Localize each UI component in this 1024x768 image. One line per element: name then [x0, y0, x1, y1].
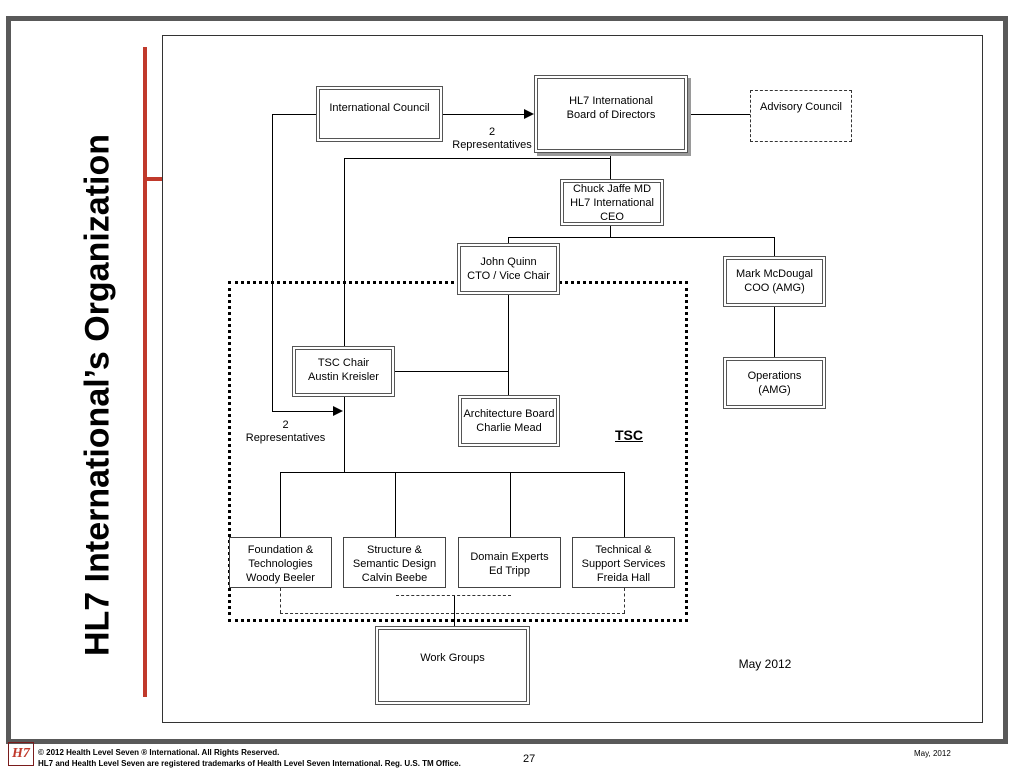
structure-line3: Calvin Beebe — [361, 572, 428, 584]
connector — [610, 225, 611, 238]
workgroup-link — [280, 588, 281, 613]
connector — [272, 411, 334, 412]
workgroup-link — [624, 588, 625, 613]
connector — [508, 237, 775, 238]
representatives-top-count: 2 — [488, 126, 496, 138]
accent-tick — [143, 177, 162, 181]
operations-line1: Operations — [747, 370, 802, 382]
connector — [280, 472, 281, 537]
cto-box: John Quinn CTO / Vice Chair — [457, 243, 560, 295]
advisory-council-box: Advisory Council — [750, 90, 852, 142]
workgroup-link — [280, 613, 625, 614]
technical-line1: Technical & — [595, 544, 652, 556]
technical-line2: Support Services — [581, 558, 666, 570]
arch-board-line1: Architecture Board — [463, 408, 555, 420]
coo-line1: Mark McDougal — [735, 268, 814, 280]
cto-line2: CTO / Vice Chair — [467, 270, 550, 282]
connector — [272, 114, 273, 412]
technical-line3: Freida Hall — [596, 572, 651, 584]
connector — [344, 396, 345, 472]
representatives-left-count: 2 — [282, 419, 289, 431]
connector — [395, 371, 508, 372]
international-council-label: International Council — [329, 102, 430, 114]
ceo-line1: Chuck Jaffe MD — [572, 182, 652, 195]
international-council-box: International Council — [316, 86, 443, 142]
arrow-head — [524, 109, 534, 119]
tsc-chair-box: TSC Chair Austin Kreisler — [292, 346, 395, 397]
structure-line2: Semantic Design — [352, 558, 437, 570]
connector — [344, 158, 610, 159]
tsc-chair-line1: TSC Chair — [317, 357, 370, 369]
cto-line1: John Quinn — [480, 256, 537, 268]
structure-line1: Structure & — [366, 544, 423, 556]
foundation-line2: Technologies — [248, 558, 313, 570]
foundation-line1: Foundation & — [247, 544, 314, 556]
connector — [774, 306, 775, 358]
connector — [510, 472, 511, 537]
connector — [508, 237, 509, 244]
footer-copyright: © 2012 Health Level Seven ® Internationa… — [38, 748, 280, 757]
arrow-head — [333, 406, 343, 416]
work-groups-box: Work Groups — [375, 626, 530, 705]
connector — [395, 472, 396, 537]
domain-line1: Domain Experts — [470, 551, 549, 563]
operations-box: Operations (AMG) — [723, 357, 826, 409]
operations-line2: (AMG) — [758, 384, 791, 396]
title-area: HL7 International’s Organization — [66, 130, 130, 660]
arch-board-line2: Charlie Mead — [476, 422, 542, 434]
connector — [454, 596, 455, 626]
slide-title: HL7 International’s Organization — [78, 133, 117, 657]
connector — [624, 472, 625, 537]
advisory-council-label: Advisory Council — [760, 101, 842, 113]
connector — [272, 114, 316, 115]
connector — [280, 472, 625, 473]
connector — [508, 295, 509, 395]
connector — [774, 237, 775, 257]
foundation-line3: Woody Beeler — [246, 572, 315, 584]
technical-box: Technical & Support Services Freida Hall — [572, 537, 675, 588]
workgroup-link — [396, 595, 511, 596]
hl7-logo-icon: H7 — [8, 742, 34, 766]
representatives-top-label: Representatives — [452, 139, 532, 151]
accent-bar — [143, 47, 147, 697]
tsc-chair-line2: Austin Kreisler — [308, 371, 379, 383]
structure-box: Structure & Semantic Design Calvin Beebe — [343, 537, 446, 588]
representatives-left-label: Representatives — [245, 432, 326, 444]
coo-box: Mark McDougal COO (AMG) — [723, 256, 826, 307]
representatives-left: 2 Representatives — [238, 419, 333, 445]
connector — [443, 114, 525, 115]
connector — [688, 114, 750, 115]
board-line1: HL7 International — [569, 95, 653, 107]
coo-line2: COO (AMG) — [744, 282, 805, 294]
ceo-line2: HL7 International — [570, 196, 654, 209]
connector — [344, 158, 345, 346]
foundation-box: Foundation & Technologies Woody Beeler — [229, 537, 332, 588]
representatives-top: 2 Representatives — [447, 126, 537, 152]
footer-date: May, 2012 — [914, 749, 951, 758]
ceo-box: Chuck Jaffe MD HL7 International CEO — [560, 179, 664, 226]
domain-line2: Ed Tripp — [489, 565, 530, 577]
work-groups-label: Work Groups — [420, 652, 485, 664]
footer-trademark: HL7 and Health Level Seven are registere… — [38, 759, 461, 768]
chart-date: May 2012 — [738, 657, 792, 671]
board-line2: Board of Directors — [566, 109, 656, 121]
domain-experts-box: Domain Experts Ed Tripp — [458, 537, 561, 588]
tsc-label: TSC — [615, 427, 643, 443]
architecture-board-box: Architecture Board Charlie Mead — [458, 395, 560, 447]
page-number: 27 — [523, 753, 536, 765]
board-of-directors-box: HL7 International Board of Directors — [534, 75, 688, 153]
ceo-line3: CEO — [600, 210, 624, 223]
connector — [610, 153, 611, 180]
